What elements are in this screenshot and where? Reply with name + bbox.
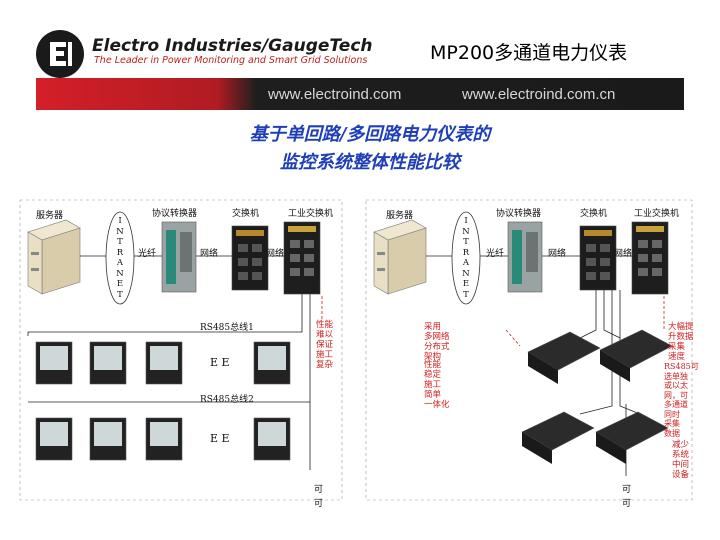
left-link-label-network-2: 网络 [266, 249, 285, 259]
left-ellipsis-2: E E [210, 432, 230, 445]
right-switch-label: 交换机 [580, 209, 608, 219]
left-switch-label: 交换机 [232, 209, 260, 219]
right-red-note-speed: 大幅提升数据采集速度 [668, 322, 694, 362]
left-server-icon [27, 219, 81, 295]
headline-line-2: 监控系统整体性能比较 [280, 152, 460, 173]
header-band [36, 78, 684, 110]
left-rs485-bus-1: RS485总线1 [200, 323, 254, 333]
logo-ei-mark-icon [50, 42, 72, 66]
right-switch-icon [579, 225, 617, 291]
left-rs485-bus-2: RS485总线2 [200, 395, 254, 405]
left-red-note: 性能难以保证施工复杂 [316, 320, 334, 370]
left-ellipsis-1: E E [210, 356, 230, 369]
right-bottom-label-2: 可 [622, 499, 632, 509]
page-title: MP200多通道电力仪表 [430, 42, 628, 64]
right-converter-icon [507, 221, 543, 293]
left-ind-switch-label: 工业交换机 [288, 209, 334, 219]
url-link-china[interactable]: www.electroind.com.cn [462, 86, 616, 103]
headline-line-1: 基于单回路/多回路电力仪表的 [249, 124, 491, 145]
left-link-label-network-1: 网络 [200, 249, 219, 259]
right-red-note-reduce: 减少系统中间设备 [672, 440, 690, 480]
right-link-label-network-1: 网络 [548, 249, 567, 259]
right-server-icon [373, 219, 427, 295]
url-link-global[interactable]: www.electroind.com [268, 86, 402, 103]
left-link-label-fiber: 光纤 [138, 249, 157, 259]
right-link-label-fiber: 光纤 [486, 249, 505, 259]
left-meters-row-1 [35, 341, 291, 385]
left-bottom-label-2: 可 [314, 499, 324, 509]
right-red-note-stability: 性能稳定施工简单一体化 [424, 360, 450, 410]
logo-name: Electro Industries/GaugeTech [92, 36, 373, 56]
left-meters-row-2 [35, 417, 291, 461]
right-converter-label: 协议转换器 [496, 209, 542, 219]
left-ind-switch-icon [283, 221, 321, 295]
right-ind-switch-label: 工业交换机 [634, 209, 680, 219]
right-modules [521, 329, 673, 464]
logo-tagline: The Leader in Power Monitoring and Smart… [94, 55, 368, 66]
right-bottom-label-1: 可 [622, 485, 632, 495]
right-red-note-architecture: 采用多网络分布式架构 [424, 322, 450, 362]
left-switch-icon [231, 225, 269, 291]
right-link-label-network-2: 网络 [614, 249, 633, 259]
right-red-note-rs485: RS485可选单独或以太网，可多通道同时采集数据 [664, 362, 699, 438]
right-server-label: 服务器 [386, 211, 414, 221]
left-converter-label: 协议转换器 [152, 209, 198, 219]
left-server-label: 服务器 [36, 211, 64, 221]
right-ind-switch-icon [631, 221, 669, 295]
left-converter-icon [161, 221, 197, 293]
left-bottom-label-1: 可 [314, 485, 324, 495]
